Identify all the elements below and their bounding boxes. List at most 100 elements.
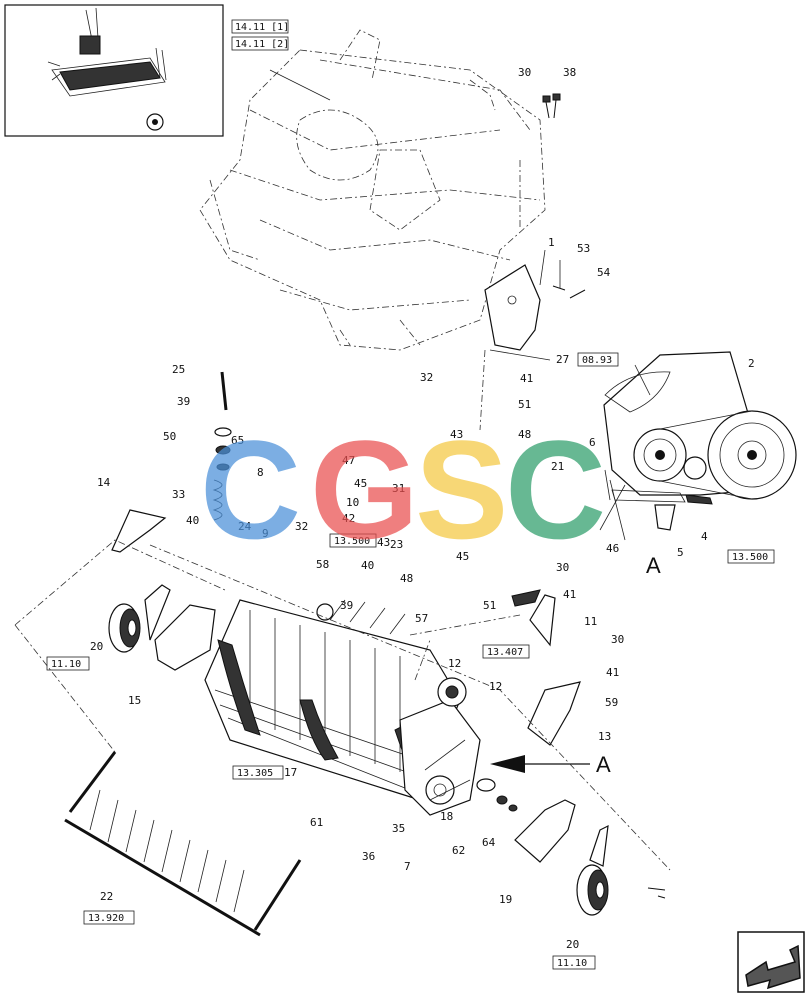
ref-box: 13.920 <box>88 913 124 924</box>
callout-label: A <box>596 752 611 777</box>
watermark-letter: C <box>200 411 301 568</box>
part-label: 48 <box>518 428 531 441</box>
part-label: 46 <box>606 542 619 555</box>
part-label: 35 <box>392 822 405 835</box>
part-label: 53 <box>577 242 590 255</box>
part-label: 50 <box>163 430 176 443</box>
part-label: 4 <box>701 530 708 543</box>
callout-arrow <box>490 755 590 773</box>
spring-assembly <box>212 371 232 521</box>
part-label: 25 <box>172 363 185 376</box>
part-label: 51 <box>483 599 496 612</box>
bracket-14 <box>111 509 167 553</box>
part-label: 39 <box>340 599 353 612</box>
ref-box: 11.10 <box>557 958 587 969</box>
part-label: 32 <box>295 520 308 533</box>
part-label: 41 <box>563 588 576 601</box>
part-label: 27 <box>556 353 569 366</box>
bearing-stack <box>476 778 518 812</box>
detail-view-a <box>599 351 797 541</box>
bolts-30-38 <box>542 93 586 299</box>
ref-box: 13.305 <box>237 768 273 779</box>
part-label: 41 <box>520 372 533 385</box>
part-label: 43 <box>377 536 390 549</box>
part-label: 13 <box>598 730 611 743</box>
ref-box: 13.500 <box>334 536 370 547</box>
gauge-wheel-left <box>108 584 216 671</box>
part-label: 40 <box>361 559 374 572</box>
part-label: 15 <box>128 694 141 707</box>
part-label: 9 <box>262 527 269 540</box>
part-label: 32 <box>420 371 433 384</box>
navigation-arrow-icon[interactable] <box>737 931 805 993</box>
part-label: 12 <box>448 657 461 670</box>
watermark-letter: S <box>415 411 508 568</box>
reference-boxes: 14.11 [1] 14.11 [2] 08.93 13.500 13.407 … <box>46 19 775 970</box>
part-label: 14 <box>97 476 111 489</box>
ref-box: 14.11 [2] <box>235 39 289 50</box>
part-label: 65 <box>231 434 244 447</box>
part-label: 45 <box>354 477 367 490</box>
part-label: 10 <box>346 496 359 509</box>
baler-frame <box>199 29 546 351</box>
part-label: 1 <box>548 236 555 249</box>
drive-end <box>399 677 481 816</box>
part-label: 41 <box>606 666 619 679</box>
part-label: 51 <box>518 398 531 411</box>
side-panel <box>484 264 541 351</box>
ref-box: 13.500 <box>732 552 768 563</box>
tine-bar <box>64 751 302 937</box>
part-label: 6 <box>589 436 596 449</box>
part-label: 54 <box>597 266 611 279</box>
watermark-letter: C <box>505 411 606 568</box>
part-label: 45 <box>456 550 469 563</box>
part-label: 40 <box>186 514 199 527</box>
part-label: 11 <box>584 615 597 628</box>
part-label: 20 <box>90 640 103 653</box>
part-label: 30 <box>556 561 569 574</box>
part-label: 30 <box>611 633 624 646</box>
part-label: 47 <box>342 454 355 467</box>
part-label: 20 <box>566 938 579 951</box>
watermark: C G S C <box>200 411 606 568</box>
part-label: 38 <box>563 66 576 79</box>
gauge-wheel-right <box>514 799 666 916</box>
part-label: 42 <box>342 512 355 525</box>
inset-thumbnail <box>4 4 224 137</box>
part-label: 31 <box>392 482 405 495</box>
ref-box: 13.407 <box>487 647 523 658</box>
part-label: 17 <box>284 766 297 779</box>
part-label: 5 <box>677 546 684 559</box>
part-label: 18 <box>440 810 453 823</box>
part-label: 43 <box>450 428 463 441</box>
ref-box: 11.10 <box>51 659 81 670</box>
part-label: 58 <box>316 558 329 571</box>
part-labels: 30 38 1 53 54 27 32 41 51 43 48 25 39 50… <box>90 66 755 951</box>
part-label: 39 <box>177 395 190 408</box>
part-label: 59 <box>605 696 618 709</box>
part-label: 24 <box>238 520 252 533</box>
watermark-letter: G <box>310 411 419 568</box>
part-label: 23 <box>390 538 403 551</box>
view-label: A <box>646 553 661 578</box>
part-label: 57 <box>415 612 428 625</box>
part-label: 22 <box>100 890 113 903</box>
part-label: 12 <box>489 680 502 693</box>
part-label: 61 <box>310 816 323 829</box>
part-label: 7 <box>404 860 411 873</box>
part-label: 62 <box>452 844 465 857</box>
part-label: 21 <box>551 460 564 473</box>
part-label: 36 <box>362 850 375 863</box>
part-label: 2 <box>748 357 755 370</box>
shields-right <box>511 589 581 746</box>
part-label: 64 <box>482 836 496 849</box>
part-label: 30 <box>518 66 531 79</box>
part-label: 19 <box>499 893 512 906</box>
ref-box: 08.93 <box>582 355 612 366</box>
ref-box: 14.11 [1] <box>235 22 289 33</box>
part-label: 33 <box>172 488 185 501</box>
part-label: 8 <box>257 466 264 479</box>
part-label: 48 <box>400 572 413 585</box>
